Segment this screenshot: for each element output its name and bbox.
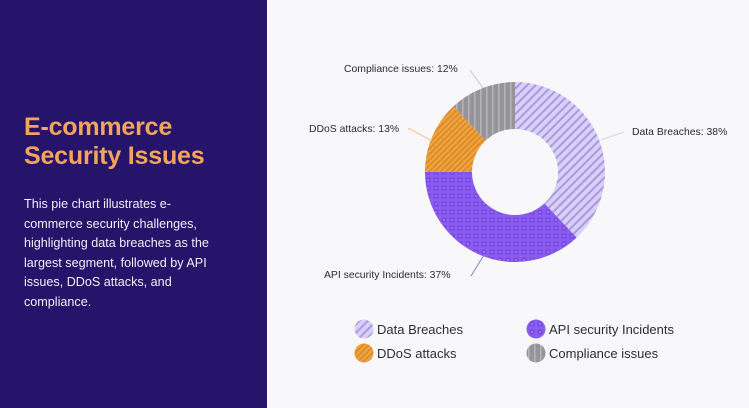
leader-line-api — [470, 254, 485, 277]
legend-item-data-breaches[interactable]: Data Breaches — [377, 319, 463, 339]
legend-label: Data Breaches — [377, 321, 463, 337]
slice-compliance-issues[interactable] — [453, 82, 515, 141]
title-line-2: Security Issues — [24, 142, 205, 170]
chart-description: This pie chart illustrates e- commerce s… — [24, 195, 254, 312]
legend-item-compliance-issues[interactable]: Compliance issues — [549, 343, 658, 363]
legend-label: Compliance issues — [549, 345, 659, 361]
leader-line-data-breaches — [600, 131, 625, 141]
description-line: issues, DDoS attacks, and — [24, 275, 172, 289]
left-panel: E-commerce Security Issues This pie char… — [0, 0, 267, 408]
legend-item-ddos-attacks[interactable]: DDoS attacks — [377, 343, 456, 363]
donut-chart — [354, 69, 625, 363]
label-ddos-attacks: DDoS attacks: 13% — [309, 124, 400, 135]
description-line: commerce security challenges, — [24, 216, 197, 231]
legend-item-api-security-incidents[interactable]: API security Incidents — [549, 319, 674, 339]
slice-data-breaches[interactable] — [515, 82, 605, 238]
legend-swatch-data-breaches — [354, 319, 374, 339]
slice-api-security-incidents[interactable] — [425, 172, 577, 262]
description-line: This pie chart illustrates e- — [24, 197, 171, 211]
legend-swatch-compliance-issues — [526, 343, 546, 363]
description-line: highlighting data breaches as the — [24, 236, 209, 250]
title-line-1: E-commerce — [24, 113, 173, 141]
legend-label: API security Incidents — [549, 321, 674, 337]
leader-line-ddos — [407, 127, 433, 142]
page-title: E-commerce Security Issues — [24, 113, 264, 171]
legend-swatch-ddos-attacks — [354, 343, 374, 363]
label-api-security-incidents: API security Incidents: 37% — [324, 270, 451, 281]
legend-swatch-api-security-incidents — [526, 319, 546, 339]
description-line: compliance. — [24, 294, 92, 309]
legend-label: DDoS attacks — [377, 345, 457, 361]
leader-line-compliance — [469, 69, 484, 89]
description-line: largest segment, followed by API — [24, 255, 207, 270]
chart-area — [268, 0, 749, 408]
label-compliance-issues: Compliance issues: 12% — [344, 64, 458, 75]
slice-ddos-attacks[interactable] — [425, 106, 486, 172]
label-data-breaches: Data Breaches: 38% — [632, 127, 728, 138]
